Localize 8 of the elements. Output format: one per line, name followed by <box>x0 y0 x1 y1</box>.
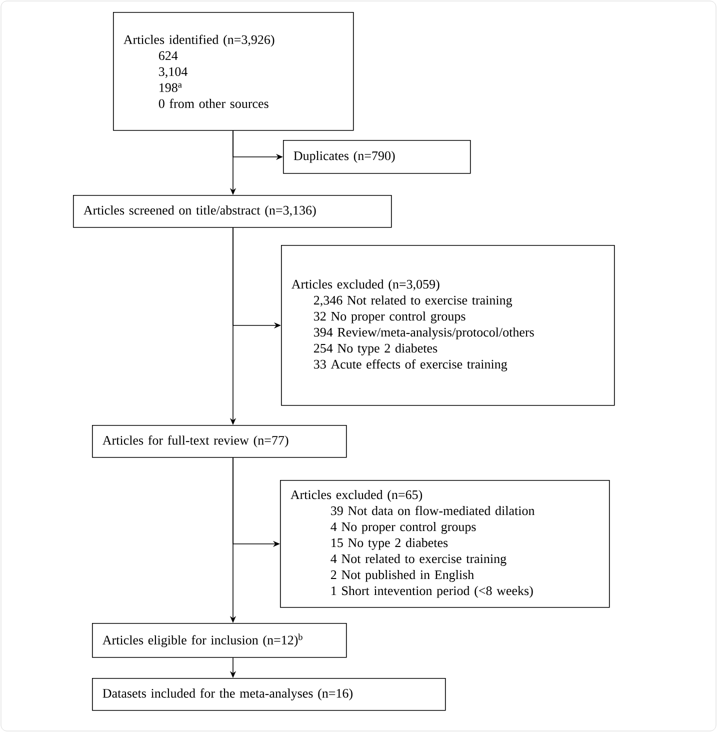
list-box: Articles identified (n=3,926) 624 3,104 198$^{a}$ 0 from other sources <box>113 12 354 131</box>
process-box: Articles eligible for inclusion (n=12)$^{b}$ <box>92 623 347 658</box>
list-box: Articles excluded (n=3,059) 2,346 Not related to exercise training 32 No proper control groups 394 Review/meta-analysis/protocol/others 254 No type 2 diabetes 33 Acute effects of exercise training <box>281 245 615 406</box>
list-box: Articles excluded (n=65) 39 Not data on flow-mediated dilation 4 No proper control groups 15 No type 2 diabetes 4 Not related to exercise training 2 Not published in English 1 Short intevention period (<8 weeks) <box>280 480 610 608</box>
process-box: Articles for full-text review (n=77) <box>92 425 347 458</box>
process-box: Duplicates (n=790) <box>283 140 471 174</box>
process-box: Articles screened on title/abstract (n=3,136) <box>73 195 392 228</box>
process-box: Datasets included for the meta-analyses (n=16) <box>92 678 446 711</box>
